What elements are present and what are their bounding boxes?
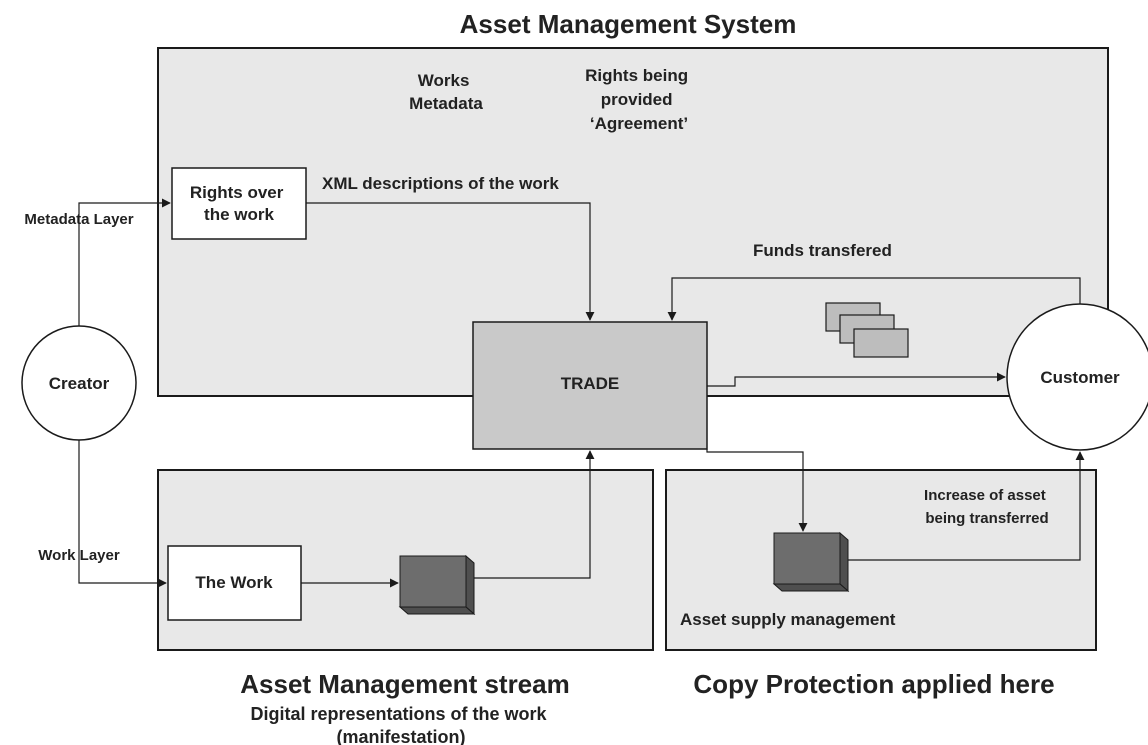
works-metadata-line-2: Metadata: [409, 94, 483, 113]
the-work-label: The Work: [195, 573, 273, 592]
stream-subtitle-line-2: (manifestation): [336, 727, 465, 745]
asset-management-stream-subtitle: Digital representations of the work (man…: [250, 704, 551, 745]
rights-provided-line-3: ‘Agreement’: [590, 114, 688, 133]
connectors: [78, 198, 1085, 588]
rights-over-work-box: [171, 167, 307, 240]
increase-of-asset-label: Increase of asset being transferred: [924, 487, 1050, 527]
funds-transfered-label: Funds transfered: [753, 241, 892, 260]
rights-to-trade-connector: [306, 202, 595, 321]
asset-supply-management-label: Asset supply management: [680, 610, 896, 629]
stream-cube-bottom-face: [398, 606, 476, 615]
supply-to-customer-connector: [848, 451, 1085, 561]
asset-supply-cube-icon: [772, 531, 850, 593]
customer-label: Customer: [1040, 368, 1120, 387]
supply-cube-right-face: [839, 531, 849, 593]
creator-to-rights-connector: [78, 198, 171, 326]
funds-to-trade-connector: [667, 277, 1081, 321]
supply-cube-front-face: [773, 532, 841, 585]
stream-subtitle-line-1: Digital representations of the work: [250, 704, 547, 724]
works-metadata-label: Works Metadata: [409, 71, 483, 113]
cube-to-trade-connector: [474, 450, 595, 579]
rights-provided-line-1: Rights being: [585, 66, 688, 85]
rights-over-work-label: Rights over the work: [190, 183, 288, 224]
trade-to-supply-connector: [706, 449, 808, 532]
trade-to-customer-connector: [707, 372, 1006, 387]
trade-label: TRADE: [561, 374, 620, 393]
supply-cube-bottom-face: [772, 583, 850, 592]
money-note-3: [853, 328, 909, 358]
stream-cube-front-face: [399, 555, 467, 608]
funds-money-icon: [825, 302, 909, 358]
rights-provided-label: Rights being provided ‘Agreement’: [585, 66, 693, 133]
xml-descriptions-label: XML descriptions of the work: [322, 174, 559, 193]
creator-label: Creator: [49, 374, 110, 393]
increase-line-1: Increase of asset: [924, 487, 1046, 504]
stream-cube-icon: [398, 554, 476, 616]
stream-cube-right-face: [465, 554, 475, 616]
works-metadata-line-1: Works: [418, 71, 470, 90]
diagram-title: Asset Management System: [460, 9, 797, 39]
asset-management-stream-title: Asset Management stream: [240, 669, 569, 699]
trade-box: [472, 321, 708, 450]
rights-provided-line-2: provided: [601, 90, 673, 109]
creator-to-work-connector: [78, 440, 167, 588]
rights-over-work-line-1: Rights over: [190, 183, 284, 202]
increase-line-2: being transferred: [925, 510, 1048, 527]
copy-protection-title: Copy Protection applied here: [693, 669, 1054, 699]
rights-over-work-line-2: the work: [204, 205, 274, 224]
